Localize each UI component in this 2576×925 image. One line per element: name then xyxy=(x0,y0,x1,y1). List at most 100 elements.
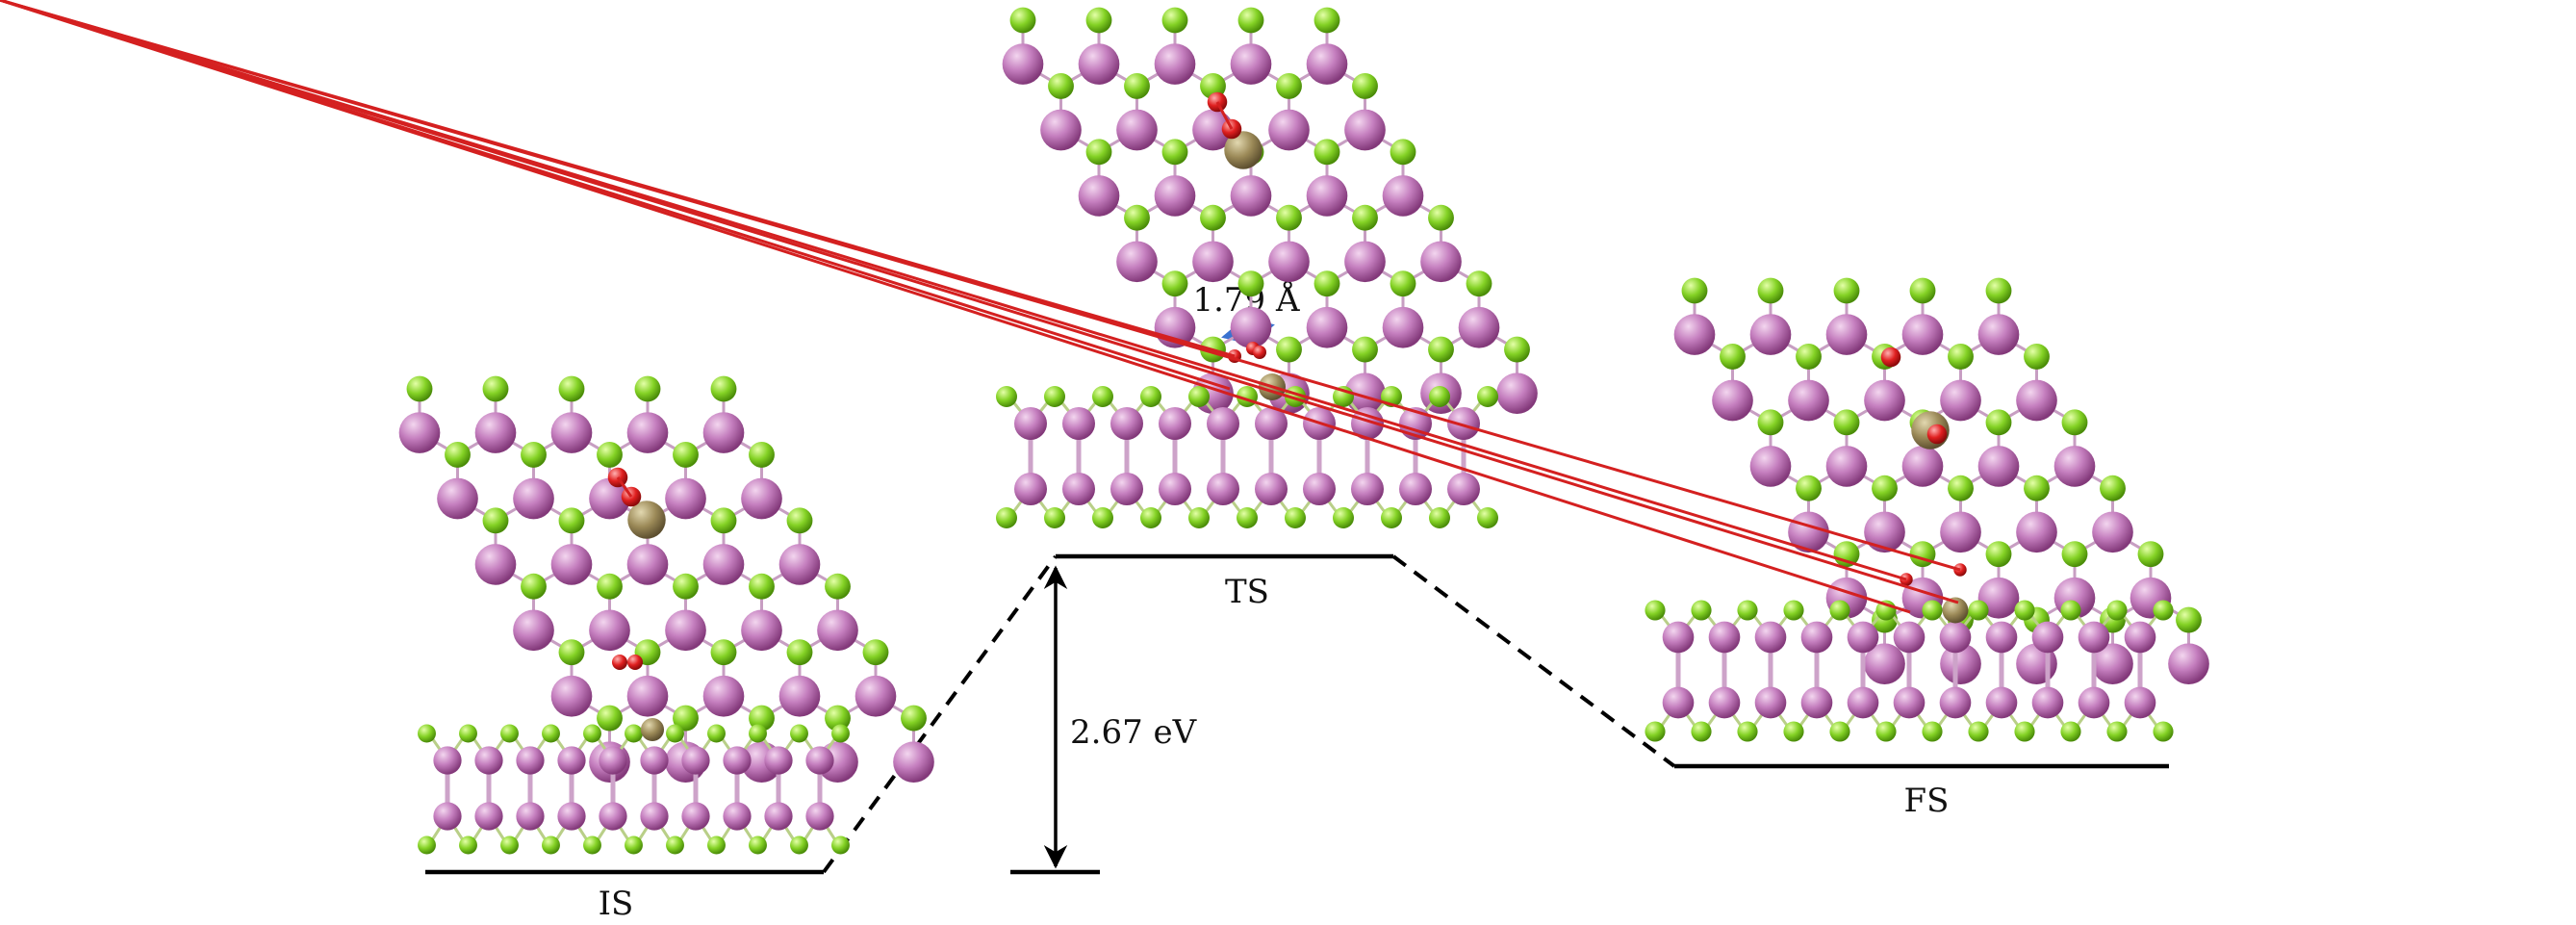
heavy-atom xyxy=(1062,473,1095,505)
light-atom xyxy=(1504,336,1530,363)
heavy-atom xyxy=(1447,407,1480,440)
heavy-atom xyxy=(1078,43,1120,85)
light-atom xyxy=(1009,7,1036,34)
light-atom xyxy=(2014,721,2035,742)
heavy-atom xyxy=(1230,43,1272,85)
light-atom xyxy=(1968,600,1989,621)
heavy-atom xyxy=(2078,686,2110,719)
light-atom xyxy=(418,835,436,855)
heavy-atom xyxy=(626,544,669,585)
heavy-atom xyxy=(1420,241,1462,283)
light-atom xyxy=(1968,721,1989,742)
heavy-atom xyxy=(1306,175,1348,217)
light-atom xyxy=(1922,721,1943,742)
light-atom xyxy=(1985,541,2012,568)
light-atom xyxy=(1085,7,1112,34)
light-atom xyxy=(2024,475,2050,501)
heavy-atom xyxy=(1864,511,1905,553)
light-atom xyxy=(1829,600,1850,621)
heavy-atom xyxy=(1940,511,1981,553)
heavy-atom xyxy=(2168,643,2209,684)
light-atom xyxy=(1124,204,1150,231)
light-atom xyxy=(1161,270,1188,297)
light-atom xyxy=(996,386,1017,407)
light-atom xyxy=(1188,507,1210,528)
light-atom xyxy=(1285,507,1306,528)
light-atom xyxy=(673,573,699,600)
light-atom xyxy=(1466,270,1492,297)
heavy-atom xyxy=(702,544,745,585)
heavy-atom xyxy=(1940,379,1981,422)
light-atom xyxy=(749,724,767,743)
light-atom xyxy=(862,639,889,666)
heavy-atom xyxy=(640,802,669,831)
light-atom xyxy=(1161,139,1188,166)
light-atom xyxy=(1352,204,1378,231)
light-atom xyxy=(1352,72,1378,99)
heavy-atom xyxy=(805,802,834,831)
light-atom xyxy=(1681,277,1708,304)
heavy-atom xyxy=(1154,43,1196,85)
heavy-atom xyxy=(474,544,517,585)
light-atom xyxy=(1477,507,1498,528)
light-atom xyxy=(1048,72,1074,99)
heavy-atom xyxy=(805,746,834,775)
light-atom xyxy=(2014,600,2035,621)
heavy-atom xyxy=(1985,621,2018,654)
heavy-atom xyxy=(702,675,745,717)
light-atom xyxy=(1783,721,1804,742)
light-atom xyxy=(2024,343,2050,370)
heavy-atom xyxy=(1825,314,1868,355)
light-atom xyxy=(1909,277,1936,304)
light-atom xyxy=(666,835,684,855)
heavy-atom xyxy=(1110,473,1143,505)
heavy-atom xyxy=(1192,241,1234,283)
light-atom xyxy=(1237,7,1264,34)
heavy-atom xyxy=(1800,686,1833,719)
light-atom xyxy=(500,724,519,743)
heavy-atom xyxy=(681,746,710,775)
dopant-atom xyxy=(1224,131,1262,169)
heavy-atom xyxy=(1062,407,1095,440)
heavy-atom xyxy=(557,802,586,831)
oxygen-atom xyxy=(1926,424,1948,445)
light-atom xyxy=(2060,721,2081,742)
light-atom xyxy=(790,835,808,855)
light-atom xyxy=(1314,139,1340,166)
light-atom xyxy=(1276,336,1302,363)
heavy-atom xyxy=(1344,241,1386,283)
heavy-atom xyxy=(1847,621,1879,654)
light-atom xyxy=(521,441,547,468)
heavy-atom xyxy=(778,675,821,717)
heavy-atom xyxy=(1749,314,1792,355)
light-atom xyxy=(901,705,927,732)
heavy-atom xyxy=(1825,446,1868,487)
light-atom xyxy=(2100,475,2126,501)
light-atom xyxy=(1352,336,1378,363)
heavy-atom xyxy=(516,746,545,775)
dopant-atom xyxy=(1942,597,1969,624)
light-atom xyxy=(1140,386,1161,407)
light-atom xyxy=(1092,386,1113,407)
light-atom xyxy=(1314,7,1340,34)
light-atom xyxy=(1691,721,1712,742)
light-atom xyxy=(707,835,726,855)
light-atom xyxy=(1333,507,1354,528)
ts-top-view xyxy=(1002,7,1538,414)
heavy-atom xyxy=(723,802,752,831)
light-atom xyxy=(1188,386,1210,407)
heavy-atom xyxy=(817,609,858,652)
heavy-atom xyxy=(1749,446,1792,487)
heavy-atom xyxy=(550,412,593,453)
heavy-atom xyxy=(1351,407,1384,440)
heavy-atom xyxy=(1255,473,1288,505)
heavy-atom xyxy=(1939,686,1972,719)
heavy-atom xyxy=(1864,643,1905,684)
light-atom xyxy=(500,835,519,855)
light-atom xyxy=(1276,72,1302,99)
light-atom xyxy=(597,441,623,468)
heavy-atom xyxy=(1985,686,2018,719)
light-atom xyxy=(666,724,684,743)
light-atom xyxy=(1200,204,1226,231)
